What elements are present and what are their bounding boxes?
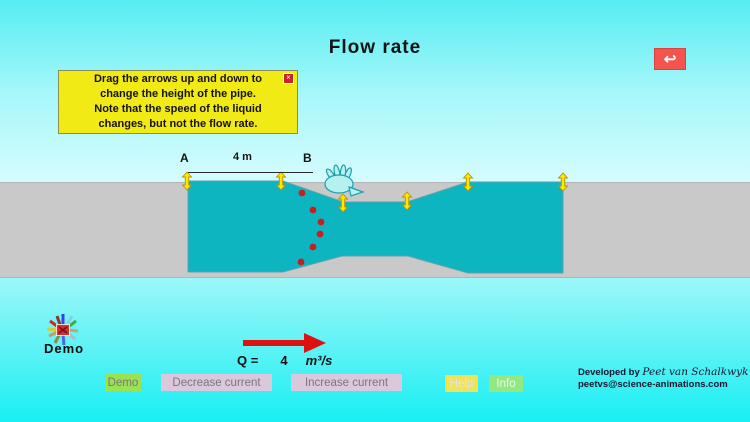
instruction-line: Drag the arrows up and down to: [93, 73, 263, 85]
credits-author: Peet van Schalkwyk: [642, 366, 749, 378]
demo-button[interactable]: Demo: [105, 374, 141, 391]
back-arrow-icon: ↩: [663, 50, 677, 68]
flow-direction-arrow: [243, 333, 326, 353]
back-button[interactable]: ↩: [654, 48, 686, 70]
credits-prefix: Developed by: [578, 367, 643, 378]
drag-hand-cursor: [324, 164, 365, 197]
increase-current-button[interactable]: Increase current: [291, 374, 402, 391]
instruction-line: Note that the speed of the liquid: [94, 103, 262, 115]
distance-label: 4 m: [233, 151, 252, 163]
close-icon[interactable]: ×: [283, 73, 294, 84]
demo-icon-label: Demo: [44, 341, 85, 356]
demo-star-icon[interactable]: [46, 314, 79, 346]
page-title: Flow rate: [328, 37, 422, 58]
flow-rate-readout: Q = 4 m³/s: [237, 353, 332, 368]
q-unit: m³/s: [305, 353, 333, 368]
credits-email: peetvs@science-animations.com: [578, 379, 728, 390]
help-button[interactable]: Help: [445, 375, 478, 392]
q-label: Q =: [237, 353, 259, 368]
liquid-particles: [297, 189, 325, 266]
instruction-line: change the height of the pipe.: [100, 88, 256, 100]
instruction-line: changes, but not the flow rate.: [98, 118, 258, 130]
point-b-label: B: [303, 151, 312, 165]
info-button[interactable]: Info: [489, 375, 523, 392]
point-a-label: A: [180, 151, 189, 165]
decrease-current-button[interactable]: Decrease current: [161, 374, 272, 391]
pipe-shape: [187, 180, 564, 274]
instruction-box: × Drag the arrows up and down to change …: [58, 70, 298, 134]
credits: Developed by Peet van Schalkwyk peetvs@s…: [578, 366, 750, 391]
measurement-line: [188, 172, 313, 173]
q-value: 4: [280, 353, 288, 368]
